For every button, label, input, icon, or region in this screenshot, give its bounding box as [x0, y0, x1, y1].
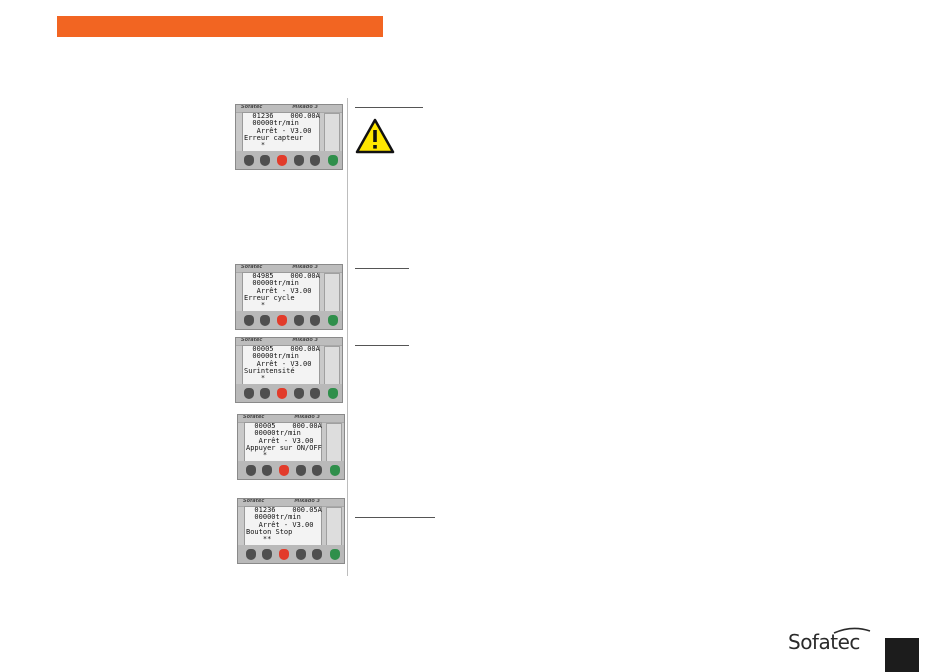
controller-display-5: Sofatec Mikado 3 01236 000.05A 00000tr/m…	[237, 498, 345, 564]
keypad	[238, 545, 344, 563]
key-button	[312, 465, 322, 476]
key-button	[296, 465, 306, 476]
lcd-line: 00000tr/min	[246, 513, 301, 522]
lcd-line: 04985 000.00A	[244, 272, 320, 280]
key-button	[246, 465, 256, 476]
section-rule-4	[355, 517, 435, 518]
key-button	[260, 155, 270, 166]
logo-swoosh-icon	[833, 627, 871, 634]
column-divider	[347, 98, 348, 576]
lcd-line: 00000tr/min	[244, 119, 299, 128]
lcd-line: Bouton Stop	[246, 527, 293, 536]
key-button-red	[277, 315, 287, 326]
lcd-line: 01236 000.00A	[244, 112, 320, 120]
lcd-line: 00000tr/min	[244, 352, 299, 361]
panel-brand: Sofatec	[243, 498, 265, 504]
section-rule-3	[355, 345, 409, 346]
lcd-line: *	[246, 451, 268, 460]
lcd-line: 00000tr/min	[246, 429, 301, 438]
key-button	[244, 315, 254, 326]
key-button-green	[330, 465, 340, 476]
controller-display-2: Sofatec Mikado 3 04985 000.00A 00000tr/m…	[235, 264, 343, 330]
lcd-line: Arrêt - V3.00	[244, 286, 312, 295]
lcd-line: *	[244, 141, 266, 150]
panel-brand: Sofatec	[241, 337, 263, 343]
controller-display-4: Sofatec Mikado 3 00005 000.00A 00000tr/m…	[237, 414, 345, 480]
lcd-line: Arrêt - V3.00	[246, 436, 314, 445]
key-button	[244, 155, 254, 166]
panel-brand: Sofatec	[241, 264, 263, 270]
section-rule-1	[355, 107, 423, 108]
key-button	[244, 388, 254, 399]
key-button-green	[328, 155, 338, 166]
key-button-red	[279, 465, 289, 476]
section-header-bar	[57, 16, 383, 37]
lcd-line: 00000tr/min	[244, 279, 299, 288]
key-button	[310, 388, 320, 399]
lcd-line: Arrêt - V3.00	[244, 359, 312, 368]
panel-model: Mikado 3	[294, 414, 320, 420]
lcd-line: Erreur capteur	[244, 133, 304, 142]
key-button	[260, 315, 270, 326]
key-button	[310, 315, 320, 326]
lcd-line: 00005 000.00A	[244, 345, 320, 353]
lcd-screen: 00005 000.00A 00000tr/min Arrêt - V3.00 …	[244, 422, 322, 463]
lcd-screen: 04985 000.00A 00000tr/min Arrêt - V3.00 …	[242, 272, 320, 313]
key-button-red	[277, 155, 287, 166]
lcd-screen: 01236 000.05A 00000tr/min Arrêt - V3.00 …	[244, 506, 322, 547]
lcd-screen: 00005 000.00A 00000tr/min Arrêt - V3.00 …	[242, 345, 320, 386]
controller-display-1: Sofatec Mikado 3 01236 000.00A 00000tr/m…	[235, 104, 343, 170]
lcd-line: *	[244, 374, 266, 383]
lcd-line: 01236 000.05A	[246, 506, 322, 514]
lcd-line: **	[246, 535, 272, 544]
section-rule-2	[355, 268, 409, 269]
key-button	[310, 155, 320, 166]
panel-brand: Sofatec	[241, 104, 263, 110]
key-button-green	[328, 315, 338, 326]
key-button	[262, 549, 272, 560]
key-button	[246, 549, 256, 560]
key-button	[296, 549, 306, 560]
page-tab-block	[885, 638, 919, 672]
lcd-line: Appuyer sur ON/OFF	[246, 443, 322, 452]
key-button	[312, 549, 322, 560]
key-button-green	[328, 388, 338, 399]
key-button-green	[330, 549, 340, 560]
panel-model: Mikado 3	[294, 498, 320, 504]
keypad	[236, 151, 342, 169]
key-button	[262, 465, 272, 476]
keypad	[238, 461, 344, 479]
key-button	[294, 155, 304, 166]
lcd-screen: 01236 000.00A 00000tr/min Arrêt - V3.00 …	[242, 112, 320, 153]
keypad	[236, 384, 342, 402]
panel-model: Mikado 3	[292, 337, 318, 343]
lcd-line: *	[244, 301, 266, 310]
lcd-line: Surintensité	[244, 366, 295, 375]
lcd-line: Erreur cycle	[244, 293, 295, 302]
controller-display-3: Sofatec Mikado 3 00005 000.00A 00000tr/m…	[235, 337, 343, 403]
lcd-line: Arrêt - V3.00	[244, 126, 312, 135]
lcd-line: Arrêt - V3.00	[246, 520, 314, 529]
lcd-line: 00005 000.00A	[246, 422, 322, 430]
key-button	[260, 388, 270, 399]
warning-triangle-icon	[355, 118, 395, 154]
panel-model: Mikado 3	[292, 104, 318, 110]
footer-logo: Sofatec	[788, 630, 860, 654]
key-button-red	[279, 549, 289, 560]
key-button	[294, 315, 304, 326]
key-button-red	[277, 388, 287, 399]
key-button	[294, 388, 304, 399]
panel-brand: Sofatec	[243, 414, 265, 420]
panel-model: Mikado 3	[292, 264, 318, 270]
keypad	[236, 311, 342, 329]
